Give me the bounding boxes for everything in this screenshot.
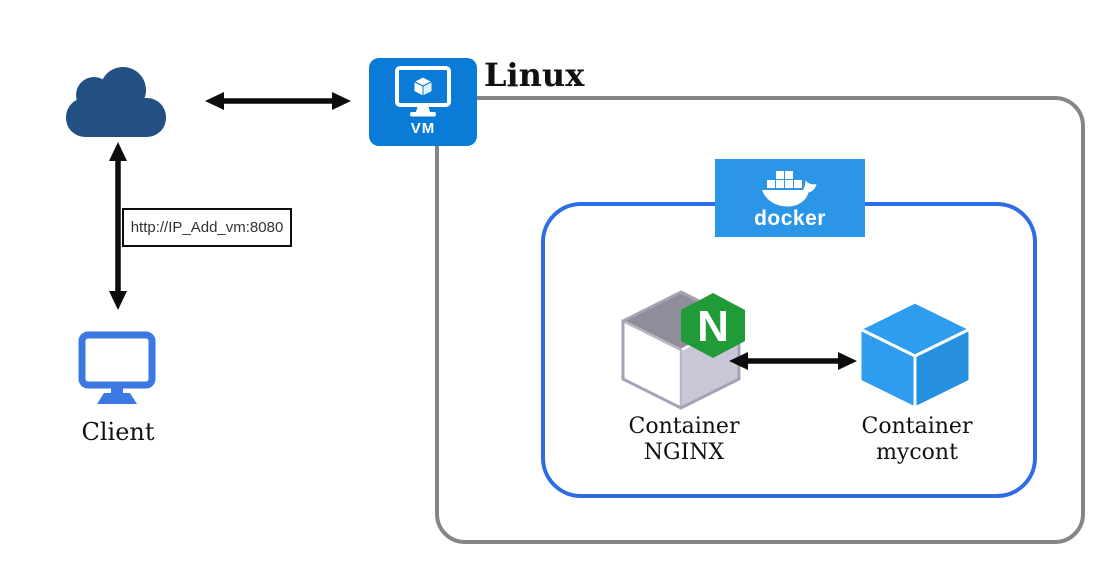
vm-monitor-icon [395, 66, 451, 117]
cloud-client-arrow [109, 142, 127, 310]
linux-title: Linux [484, 56, 585, 94]
docker-wordmark: docker [754, 206, 826, 230]
nginx-mycont-arrow [729, 352, 857, 370]
cloud-vm-arrow [205, 92, 351, 110]
docker-whale-icon [762, 170, 817, 206]
vm-badge: VM [410, 120, 436, 137]
mycont-cube-icon [856, 300, 974, 409]
vm-icon: VM [369, 58, 477, 146]
docker-logo: docker [715, 159, 865, 237]
nginx-container-label: Container NGINX [628, 414, 740, 465]
url-label-box: http://IP_Add_vm:8080 [122, 208, 292, 247]
mycont-container-label: Container mycont [861, 414, 973, 465]
client-monitor-icon [78, 331, 156, 404]
nginx-letter: N [697, 302, 729, 351]
nginx-hexagon-icon: N [681, 293, 745, 358]
url-label: http://IP_Add_vm:8080 [130, 219, 284, 236]
cloud-icon [66, 67, 166, 137]
client-label: Client [81, 418, 155, 446]
